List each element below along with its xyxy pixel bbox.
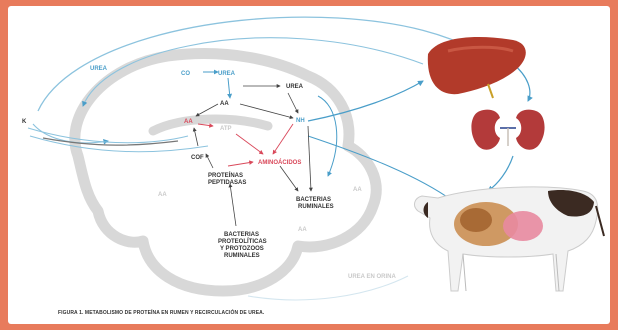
- label-bp-line2: PROTEOLÍTICAS: [218, 237, 267, 245]
- label-nh3: NH: [296, 118, 305, 124]
- label-faint-bottom: UREA EN ORINA: [348, 274, 396, 280]
- label-urea-right: UREA: [286, 84, 304, 90]
- metabolism-diagram: UREA K CO UREA UREA AA NH AA ATP COF PRO…: [8, 6, 610, 324]
- label-proteins-line1: PROTEÍNAS: [208, 171, 243, 179]
- label-faint-left: AA: [158, 192, 167, 198]
- label-bacteria-ruminal-line2: RUMINALES: [298, 204, 334, 210]
- label-faint-right: AA: [353, 187, 362, 193]
- arrow-urea-aa: [228, 78, 230, 98]
- label-bp-line1: BACTERIAS: [224, 232, 259, 238]
- arrow-aa-nh3: [240, 104, 293, 118]
- label-bp-line4: RUMINALES: [224, 253, 260, 259]
- label-bacteria-proteolytic: BACTERIAS PROTEOLÍTICAS Y PROTOZOOS RUMI…: [218, 232, 268, 259]
- arrow-nh3-bact: [308, 126, 311, 191]
- label-bacteria-ruminal-line1: BACTERIAS: [296, 197, 331, 203]
- label-bacteria-ruminal: BACTERIAS RUMINALES: [296, 197, 334, 210]
- arrow-red-4: [273, 124, 293, 154]
- figure-frame: UREA K CO UREA UREA AA NH AA ATP COF PRO…: [8, 6, 610, 324]
- rumen-inner-fold: [153, 119, 268, 131]
- label-urea-center: UREA: [218, 71, 236, 77]
- arrow-red-2: [236, 134, 263, 154]
- label-aa-left: AA: [184, 119, 193, 125]
- label-faint-mid: AA: [298, 227, 307, 233]
- arrow-proteins-cof: [206, 154, 213, 168]
- arrow-aa-left: [196, 104, 218, 116]
- arrow-urea-nh3: [288, 93, 298, 113]
- cow-icon: [415, 187, 604, 291]
- arrow-red-3: [228, 162, 253, 166]
- label-co2: CO: [181, 71, 190, 77]
- label-red-faint: ATP: [220, 126, 232, 132]
- label-x-mark: K: [22, 119, 27, 125]
- liver-icon: [428, 37, 526, 98]
- kidney-to-cow-arrow: [488, 156, 513, 191]
- arrow-right-loop: [318, 96, 337, 176]
- label-aa-center: AA: [220, 101, 229, 107]
- label-urea-blood-left: UREA: [90, 66, 108, 72]
- arrow-red-1: [198, 124, 213, 126]
- arrow-amino-bact: [280, 166, 298, 191]
- label-proteins-line2: PEPTIDASAS: [208, 180, 246, 186]
- label-aminoacids: AMINOÁCIDOS: [258, 159, 301, 166]
- arrow-cof-aa: [194, 128, 198, 146]
- arrow-bact-proteins: [230, 184, 236, 226]
- figure-caption: FIGURA 1. METABOLISMO DE PROTEÍNA EN RUM…: [58, 310, 264, 316]
- liver-to-rumen-arc: [83, 38, 423, 106]
- label-proteins: PROTEÍNAS PEPTIDASAS: [208, 171, 246, 186]
- label-bp-line3: Y PROTOZOOS: [220, 246, 264, 252]
- label-cof: COF: [191, 155, 204, 161]
- kidneys-icon: [471, 110, 544, 150]
